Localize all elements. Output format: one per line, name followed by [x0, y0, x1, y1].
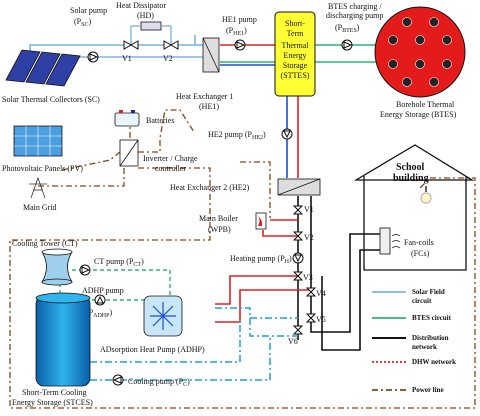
batteries	[114, 110, 140, 127]
cooling-tower	[41, 248, 73, 286]
sttes-tank	[274, 11, 316, 97]
solar-thermal-collectors	[5, 49, 81, 87]
he2-label: Heat Exchanger 2 (HE2)	[170, 183, 250, 192]
batteries-label: Batteries	[146, 116, 174, 125]
solar-pump-label: Solar pump	[70, 6, 107, 15]
sttes-l6: (STTES)	[281, 71, 310, 80]
heating-pump	[292, 252, 304, 264]
main-grid-tower	[29, 176, 47, 199]
valve-v5	[305, 313, 317, 323]
cooling-tower-label: Cooling Tower (CT)	[12, 239, 78, 248]
inverter-label-l2: controller	[155, 164, 186, 173]
fancoils-label-l1: Fan-coils	[404, 238, 434, 247]
v4-label: V4	[316, 289, 326, 298]
valve-v1	[123, 40, 139, 50]
he1-pump-sym: (PHE1)	[226, 26, 247, 37]
adhp-pump-label-l1: ADHP pump	[82, 286, 124, 295]
ct-pump-label: CT pump (PCT)	[94, 257, 144, 268]
valve-v1-dist	[292, 205, 304, 215]
valve-v2	[163, 40, 179, 50]
btes-pump-label-l1: BTES charging /	[328, 2, 382, 11]
stces-tank	[35, 292, 91, 387]
legend-label: Solar Field	[412, 288, 445, 296]
he1-label-l1: Heat Exchanger 1	[176, 92, 233, 101]
main-grid-label: Main Grid	[23, 203, 57, 212]
sttes-l5: Storage	[283, 61, 308, 70]
sc-label: Solar Thermal Collectors (SC)	[2, 95, 100, 104]
solar-pump	[87, 51, 99, 63]
fancoils-label-l2: (FCs)	[411, 249, 430, 258]
v2-dist-label: V2	[304, 233, 314, 242]
he2-pump	[281, 128, 293, 140]
v1-dist-label: V1	[304, 205, 314, 214]
cooling-pump	[112, 374, 124, 386]
he1-pump-label: HE1 pump	[222, 15, 257, 24]
legend-label: BTES circuit	[412, 314, 452, 322]
legend-item: Power line	[372, 386, 444, 394]
main-boiler-label-l2: (WPB)	[208, 225, 231, 234]
sttes-l1: Short-	[285, 19, 305, 28]
v6-label: V6	[288, 337, 298, 346]
btes-pump-sym: (PBTES)	[335, 23, 360, 34]
inverter-controller	[119, 139, 139, 167]
sttes-l2: Term	[287, 29, 305, 38]
valve-v4	[305, 287, 317, 297]
main-boiler	[255, 212, 267, 230]
ct-pump	[79, 264, 91, 276]
btes-pump-label-l2: discharging pump	[326, 11, 383, 20]
legend-label: Distribution	[412, 334, 449, 342]
valve-v6	[292, 325, 304, 335]
valve-v2-dist	[292, 231, 304, 241]
valve-v3	[292, 271, 304, 281]
btes-pump	[341, 39, 353, 51]
adsorption-heat-pump	[143, 295, 183, 337]
main-boiler-label-l1: Main Boiler	[199, 214, 238, 223]
sttes-l4: Energy	[284, 51, 307, 60]
adhp-label: ADsorption Heat Pump (ADHP)	[100, 345, 205, 354]
school-label-l2: building	[393, 173, 429, 184]
school-label-l1: School	[396, 162, 425, 173]
power-lines	[9, 109, 476, 409]
btes-label-l2: Energy Storage (BTES)	[380, 110, 457, 119]
v3-label: V3	[303, 273, 313, 282]
v5-label: V5	[316, 315, 326, 324]
adhp-pump	[94, 294, 106, 306]
btes-label-l1: Borehole Thermal	[396, 100, 455, 109]
adhp-cold-loop	[90, 307, 298, 381]
v2-label: V2	[163, 54, 173, 63]
pv-label: Photovoltaic Panels (PV)	[2, 164, 83, 173]
photovoltaic-panels	[13, 125, 63, 157]
heat-exchanger-1	[202, 37, 220, 73]
heat-dissipator	[130, 21, 172, 45]
solar-pump-sym: (PSC)	[74, 17, 91, 28]
legend-label-line2: network	[412, 343, 437, 351]
legend-label: Power line	[412, 386, 444, 394]
he1-pump	[234, 39, 246, 51]
legend-item: BTES circuit	[372, 314, 452, 322]
btes-field	[374, 6, 466, 98]
he1-label-l2: (HE1)	[199, 102, 219, 111]
heating-pump-label: Heating pump (PH)	[230, 254, 292, 265]
heat-exchanger-2	[277, 178, 321, 196]
heating-loop	[215, 219, 311, 323]
legend-label: DHW network	[412, 358, 456, 366]
inverter-label-l1: Inverter / Charge	[143, 154, 198, 163]
stces-label-l1: Short-Term Cooling	[22, 388, 87, 397]
stces-label-l2: Energy Storage (STCES)	[12, 398, 93, 407]
legend-item: DHW network	[372, 358, 456, 366]
fan-coils	[379, 227, 401, 255]
v1-label: V1	[122, 54, 132, 63]
school-building	[353, 144, 475, 271]
cooling-pump-label: Cooling pump (PC)	[128, 377, 190, 388]
sttes-l3: Thermal	[281, 41, 309, 50]
heat-dissipator-label: Heat Dissipator	[116, 1, 166, 10]
legend-label-line2: circuit	[412, 297, 432, 305]
heat-dissipator-sym: (HD)	[137, 11, 154, 20]
he2-pump-label: HE2 pump (PHE2)	[208, 130, 266, 141]
